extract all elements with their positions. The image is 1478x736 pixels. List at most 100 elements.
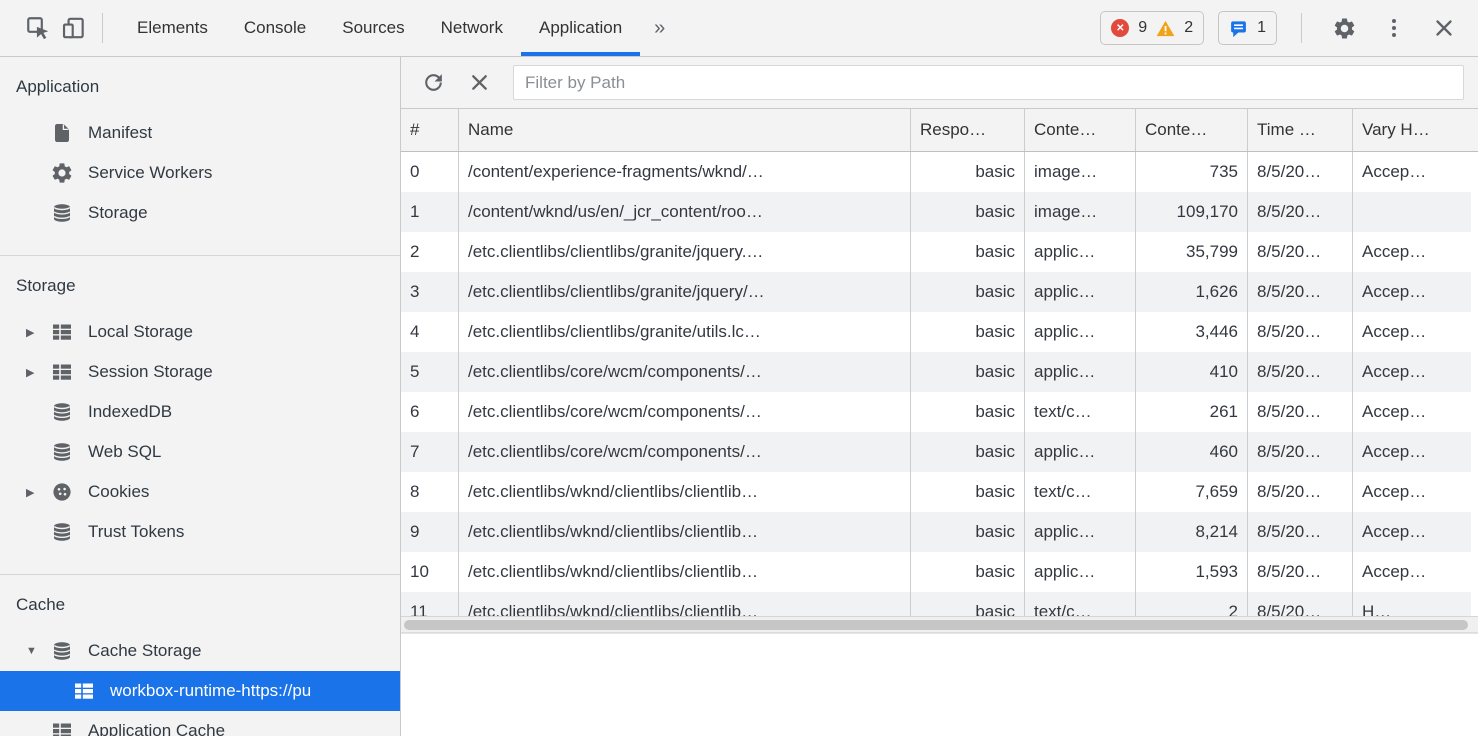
tab-elements[interactable]: Elements (137, 18, 208, 37)
cell-content-type: text/c… (1025, 472, 1136, 512)
cache-entry-row[interactable]: 8/etc.clientlibs/wknd/clientlibs/clientl… (401, 472, 1478, 512)
chevron-collapsed-icon[interactable]: ▶ (26, 366, 35, 379)
cell-vary-header: Accep… (1362, 322, 1427, 341)
cell-vary-header (1353, 192, 1478, 232)
column-header-name[interactable]: Name (459, 109, 911, 151)
cell-vary-header: Accep… (1362, 242, 1427, 261)
column-header-response-type[interactable]: Respo… (911, 109, 1025, 151)
chevron-collapsed-icon[interactable]: ▶ (26, 326, 35, 339)
close-icon (1436, 20, 1452, 36)
cell-response-type: basic (911, 152, 1025, 192)
sidebar-item-storage[interactable]: Storage (0, 193, 400, 233)
column-header-num[interactable]: # (401, 109, 459, 151)
cache-entry-row[interactable]: 6/etc.clientlibs/core/wcm/components/…ba… (401, 392, 1478, 432)
sidebar-item-label: Session Storage (88, 362, 213, 381)
cache-entry-row[interactable]: 7/etc.clientlibs/core/wcm/components/…ba… (401, 432, 1478, 472)
sidebar-item-indexeddb[interactable]: IndexedDB (0, 392, 400, 432)
chevron-expanded-icon[interactable]: ▼ (26, 645, 37, 657)
settings-button[interactable] (1326, 10, 1362, 46)
tab-console[interactable]: Console (243, 18, 307, 37)
tab-application[interactable]: Application (520, 0, 641, 56)
devtools-main-toolbar: Elements Console Sources Network Application… (0, 0, 1478, 57)
column-header-vary-header[interactable]: Vary H… (1362, 120, 1430, 139)
sidebar-item-trust-tokens[interactable]: Trust Tokens (0, 512, 400, 552)
cell-name: /etc.clientlibs/core/wcm/components/… (459, 352, 911, 392)
table-icon (50, 320, 74, 344)
sidebar-item-label: Application Cache (88, 721, 226, 736)
cell-content-type: text/c… (1025, 592, 1136, 616)
document-icon (50, 121, 74, 145)
cell-num: 9 (401, 512, 459, 552)
message-count: 1 (1257, 19, 1266, 36)
sidebar-item-label: Manifest (88, 123, 153, 142)
cache-entry-row[interactable]: 11/etc.clientlibs/wknd/clientlibs/client… (401, 592, 1478, 616)
cell-num: 10 (401, 552, 459, 592)
cache-entry-row[interactable]: 1/content/wknd/us/en/_jcr_content/roo…ba… (401, 192, 1478, 232)
cache-entry-row[interactable]: 5/etc.clientlibs/core/wcm/components/…ba… (401, 352, 1478, 392)
more-tabs-button[interactable]: » (640, 17, 679, 40)
sidebar-item-workbox-runtime-https-pu[interactable]: workbox-runtime-https://pu (0, 671, 400, 711)
cell-content-type: image… (1025, 192, 1136, 232)
warning-count: 2 (1184, 19, 1194, 36)
cell-time-cached: 8/5/20… (1248, 432, 1353, 472)
cell-num: 2 (401, 232, 459, 272)
cache-entry-row[interactable]: 0/content/experience-fragments/wknd/…bas… (401, 152, 1478, 192)
database-icon (50, 400, 74, 424)
cell-content-type: applic… (1025, 552, 1136, 592)
delete-selected-button[interactable] (461, 65, 497, 101)
filter-by-path-input[interactable] (513, 65, 1464, 100)
cell-num: 7 (401, 432, 459, 472)
sidebar-item-label: workbox-runtime-https://pu (110, 681, 312, 700)
vertical-scrollbar-track[interactable] (1471, 152, 1478, 616)
sidebar-item-local-storage[interactable]: ▶ Local Storage (0, 312, 400, 352)
cell-response-type: basic (911, 512, 1025, 552)
cache-filter-toolbar (401, 57, 1478, 109)
sidebar-section-title: Cache (16, 595, 66, 614)
cache-entry-row[interactable]: 9/etc.clientlibs/wknd/clientlibs/clientl… (401, 512, 1478, 552)
cell-content-length: 261 (1136, 392, 1248, 432)
cache-entry-row[interactable]: 3/etc.clientlibs/clientlibs/granite/jque… (401, 272, 1478, 312)
sidebar-item-cache-storage[interactable]: ▼Cache Storage (0, 631, 400, 671)
inspect-element-button[interactable] (20, 10, 56, 46)
cell-name: /etc.clientlibs/clientlibs/granite/jquer… (459, 232, 911, 272)
sidebar-item-label: Local Storage (88, 322, 193, 341)
cell-content-length: 410 (1136, 352, 1248, 392)
cache-entry-row[interactable]: 10/etc.clientlibs/wknd/clientlibs/client… (401, 552, 1478, 592)
column-header-time-cached[interactable]: Time … (1248, 109, 1353, 151)
sidebar-item-label: IndexedDB (88, 402, 173, 421)
refresh-button[interactable] (415, 65, 451, 101)
cell-content-length: 735 (1136, 152, 1248, 192)
issues-message-badge[interactable]: 1 (1218, 11, 1277, 45)
sidebar-item-service-workers[interactable]: Service Workers (0, 153, 400, 193)
tab-sources[interactable]: Sources (342, 18, 405, 37)
sidebar-item-cookies[interactable]: ▶Cookies (0, 472, 400, 512)
console-errors-warnings-badge[interactable]: ✕ 9 2 (1100, 11, 1205, 45)
cache-entry-row[interactable]: 2/etc.clientlibs/clientlibs/granite/jque… (401, 232, 1478, 272)
cell-num: 6 (401, 392, 459, 432)
toggle-device-toolbar-button[interactable] (56, 10, 92, 46)
cache-table-rows: 0/content/experience-fragments/wknd/…bas… (401, 152, 1478, 616)
cell-name: /etc.clientlibs/clientlibs/granite/jquer… (459, 272, 911, 312)
horizontal-scrollbar-thumb[interactable] (404, 620, 1468, 630)
tab-network[interactable]: Network (440, 18, 503, 37)
cell-response-type: basic (911, 352, 1025, 392)
horizontal-scrollbar[interactable] (401, 616, 1478, 633)
table-icon (50, 360, 74, 384)
sidebar-item-application-cache[interactable]: Application Cache (0, 711, 400, 736)
sidebar-item-session-storage[interactable]: ▶ Session Storage (0, 352, 400, 392)
column-header-content-length[interactable]: Conte… (1136, 109, 1248, 151)
more-options-menu-button[interactable] (1376, 10, 1412, 46)
cell-content-length: 35,799 (1136, 232, 1248, 272)
database-icon (50, 201, 74, 225)
column-header-content-type[interactable]: Conte… (1025, 109, 1136, 151)
cache-entry-row[interactable]: 4/etc.clientlibs/clientlibs/granite/util… (401, 312, 1478, 352)
cell-name: /etc.clientlibs/core/wcm/components/… (459, 392, 911, 432)
cell-response-type: basic (911, 472, 1025, 512)
sidebar-item-web-sql[interactable]: Web SQL (0, 432, 400, 472)
toolbar-divider (1301, 13, 1302, 43)
sidebar-item-manifest[interactable]: Manifest (0, 113, 400, 153)
close-devtools-button[interactable] (1426, 10, 1462, 46)
cell-time-cached: 8/5/20… (1248, 312, 1353, 352)
chevron-collapsed-icon[interactable]: ▶ (26, 486, 35, 499)
